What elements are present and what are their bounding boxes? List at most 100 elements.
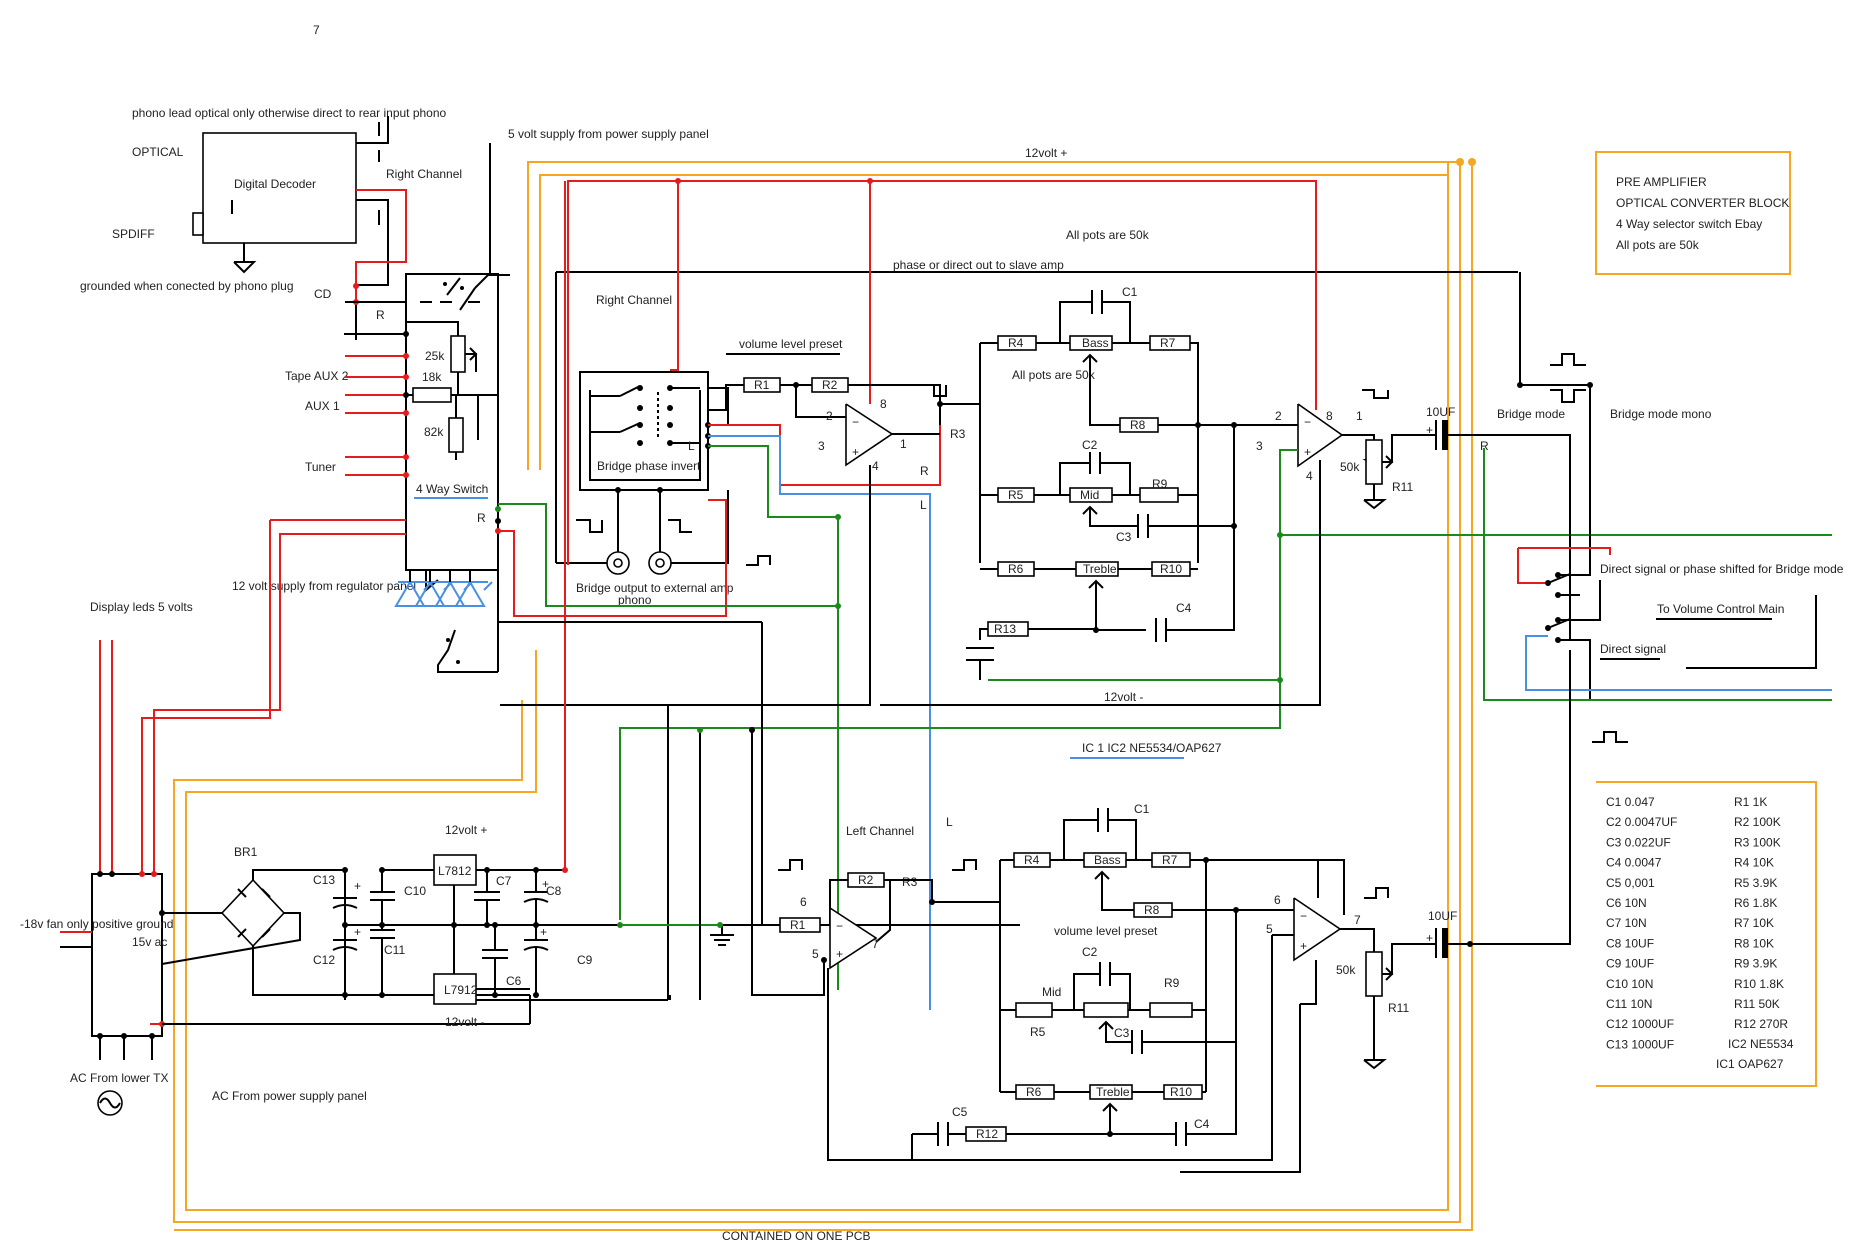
cap-row-12: C13 1000UF: [1606, 1037, 1674, 1051]
spdiff-label: SPDIFF: [112, 227, 155, 241]
left-cap-plus: +: [1426, 931, 1433, 945]
digital-decoder-block: 7 phono lead optical only otherwise dire…: [80, 23, 1150, 340]
res-row-6: R7 10K: [1734, 916, 1774, 930]
r-label-cd: R: [376, 308, 385, 322]
op1-minus: −: [852, 415, 859, 429]
digital-decoder-box: [202, 132, 357, 244]
bridge-phase-invert: Right Channel L Bridge phase invert: [555, 271, 1518, 607]
l7912-label: L7912: [444, 983, 478, 997]
bridge-mode-switch: Bridge mode Bridge mode mono Direct sign…: [1448, 353, 1844, 945]
aux1-label: AUX 1: [305, 399, 340, 413]
op2-plus: +: [1304, 445, 1311, 459]
bridge-mode-label: Bridge mode: [1497, 407, 1565, 421]
op4-minus: −: [1300, 909, 1307, 923]
cap-row-8: C9 10UF: [1606, 957, 1654, 971]
bridge-l-label: L: [688, 439, 695, 453]
left-l-label: L: [946, 815, 953, 829]
right-r9-label: R9: [1152, 477, 1168, 491]
right-r-label: R: [920, 464, 929, 478]
right-12v-minus: 12volt -: [1104, 690, 1143, 704]
left-channel-amplifier: Left Channel L R1 R2 − + 6 5 7 R3 R4 Bas…: [498, 621, 1473, 1173]
volume-level-preset-right: volume level preset: [739, 337, 843, 351]
left-r9-label: R9: [1164, 976, 1180, 990]
info-line-3: 4 Way selector switch Ebay: [1616, 217, 1762, 231]
left-op-pin7: 7: [1354, 913, 1361, 927]
right-r6-label: R6: [1008, 562, 1024, 576]
ac-from-lower-label: AC From lower TX: [70, 1071, 168, 1085]
four-way-switch-label: 4 Way Switch: [416, 482, 488, 496]
left-pin5: 5: [812, 947, 819, 961]
cap-row-10: C11 10N: [1606, 997, 1652, 1011]
phase-direct-note: phase or direct out to slave amp: [893, 258, 1064, 272]
left-c4-label: C4: [1194, 1117, 1210, 1131]
digital-decoder-label: Digital Decoder: [234, 177, 316, 191]
right-r8-label: R8: [1130, 418, 1146, 432]
res-row-4: R5 3.9K: [1734, 876, 1777, 890]
pcb-boundary: [173, 158, 1476, 1231]
left-c3-label: C3: [1114, 1026, 1130, 1040]
right-l-label: L: [920, 498, 927, 512]
left-pin6: 6: [800, 895, 807, 909]
right-c1-label: C1: [1122, 285, 1138, 299]
c9-plus: +: [540, 925, 547, 939]
cap-row-5: C6 10N: [1606, 896, 1647, 910]
info-line-1: PRE AMPLIFIER: [1616, 175, 1707, 189]
cap-row-2: C3 0.022UF: [1606, 835, 1671, 849]
left-pin7: 7: [872, 937, 879, 951]
c12-label: C12: [313, 953, 335, 967]
left-r5-label: R5: [1030, 1025, 1046, 1039]
cap-row-4: C5 0,001: [1606, 876, 1655, 890]
right-treble-label: Treble: [1083, 562, 1117, 576]
res-row-5: R6 1.8K: [1734, 896, 1777, 910]
ic-row-1: IC1 OAP627: [1716, 1057, 1784, 1071]
right-cap-10uf: 10UF: [1426, 405, 1455, 419]
bridge-right-channel-label: Right Channel: [596, 293, 672, 307]
bridge-output-label: Bridge output to external amp: [576, 581, 734, 595]
op4-plus: +: [1300, 939, 1307, 953]
left-r8-label: R8: [1144, 903, 1160, 917]
cap-row-3: C4 0.0047: [1606, 856, 1662, 870]
right-out-r: R: [1480, 439, 1489, 453]
ic-row-0: IC2 NE5534: [1728, 1037, 1794, 1051]
power-supply: -18v fan only positive ground 15v ac AC …: [20, 181, 1020, 1116]
c13-plus: +: [354, 879, 361, 893]
direct-signal-label: Direct signal: [1600, 642, 1666, 656]
op3-plus: +: [836, 947, 843, 961]
left-r12-label: R12: [976, 1127, 998, 1141]
ac-from-panel-label: AC From power supply panel: [212, 1089, 367, 1103]
res-row-11: R12 270R: [1734, 1017, 1788, 1031]
op3-minus: −: [836, 919, 843, 933]
left-channel-label: Left Channel: [846, 824, 914, 838]
c10-label: C10: [404, 884, 426, 898]
left-r2-label: R2: [858, 873, 874, 887]
res-row-1: R2 100K: [1734, 815, 1781, 829]
left-r11-label: R11: [1388, 1001, 1409, 1015]
res-row-2: R3 100K: [1734, 835, 1781, 849]
left-c1-label: C1: [1134, 802, 1150, 816]
op2-pin8: 8: [1326, 409, 1333, 423]
res-row-10: R11 50K: [1734, 997, 1780, 1011]
cap-row-0: C1 0.047: [1606, 795, 1655, 809]
c8-plus: +: [542, 877, 549, 891]
page-number: 7: [313, 23, 320, 37]
op1-pin8: 8: [880, 397, 887, 411]
op1-pin3: 3: [818, 439, 825, 453]
right-channel-top-label: Right Channel: [386, 167, 462, 181]
c11-label: C11: [384, 943, 405, 957]
right-mid-label: Mid: [1080, 488, 1099, 502]
right-bass-label: Bass: [1082, 336, 1109, 350]
br1-label: BR1: [234, 845, 258, 859]
left-r6-label: R6: [1026, 1085, 1042, 1099]
left-cap-10uf: 10UF: [1428, 909, 1457, 923]
fan-note: -18v fan only positive ground: [20, 917, 173, 931]
res-row-9: R10 1.8K: [1734, 977, 1784, 991]
res-row-3: R4 10K: [1734, 856, 1774, 870]
c12-plus: +: [354, 925, 361, 939]
five-volt-note: 5 volt supply from power supply panel: [508, 127, 709, 141]
op1-pin1: 1: [900, 437, 907, 451]
right-r13-label: R13: [994, 622, 1016, 636]
l7812-label: L7812: [438, 864, 472, 878]
